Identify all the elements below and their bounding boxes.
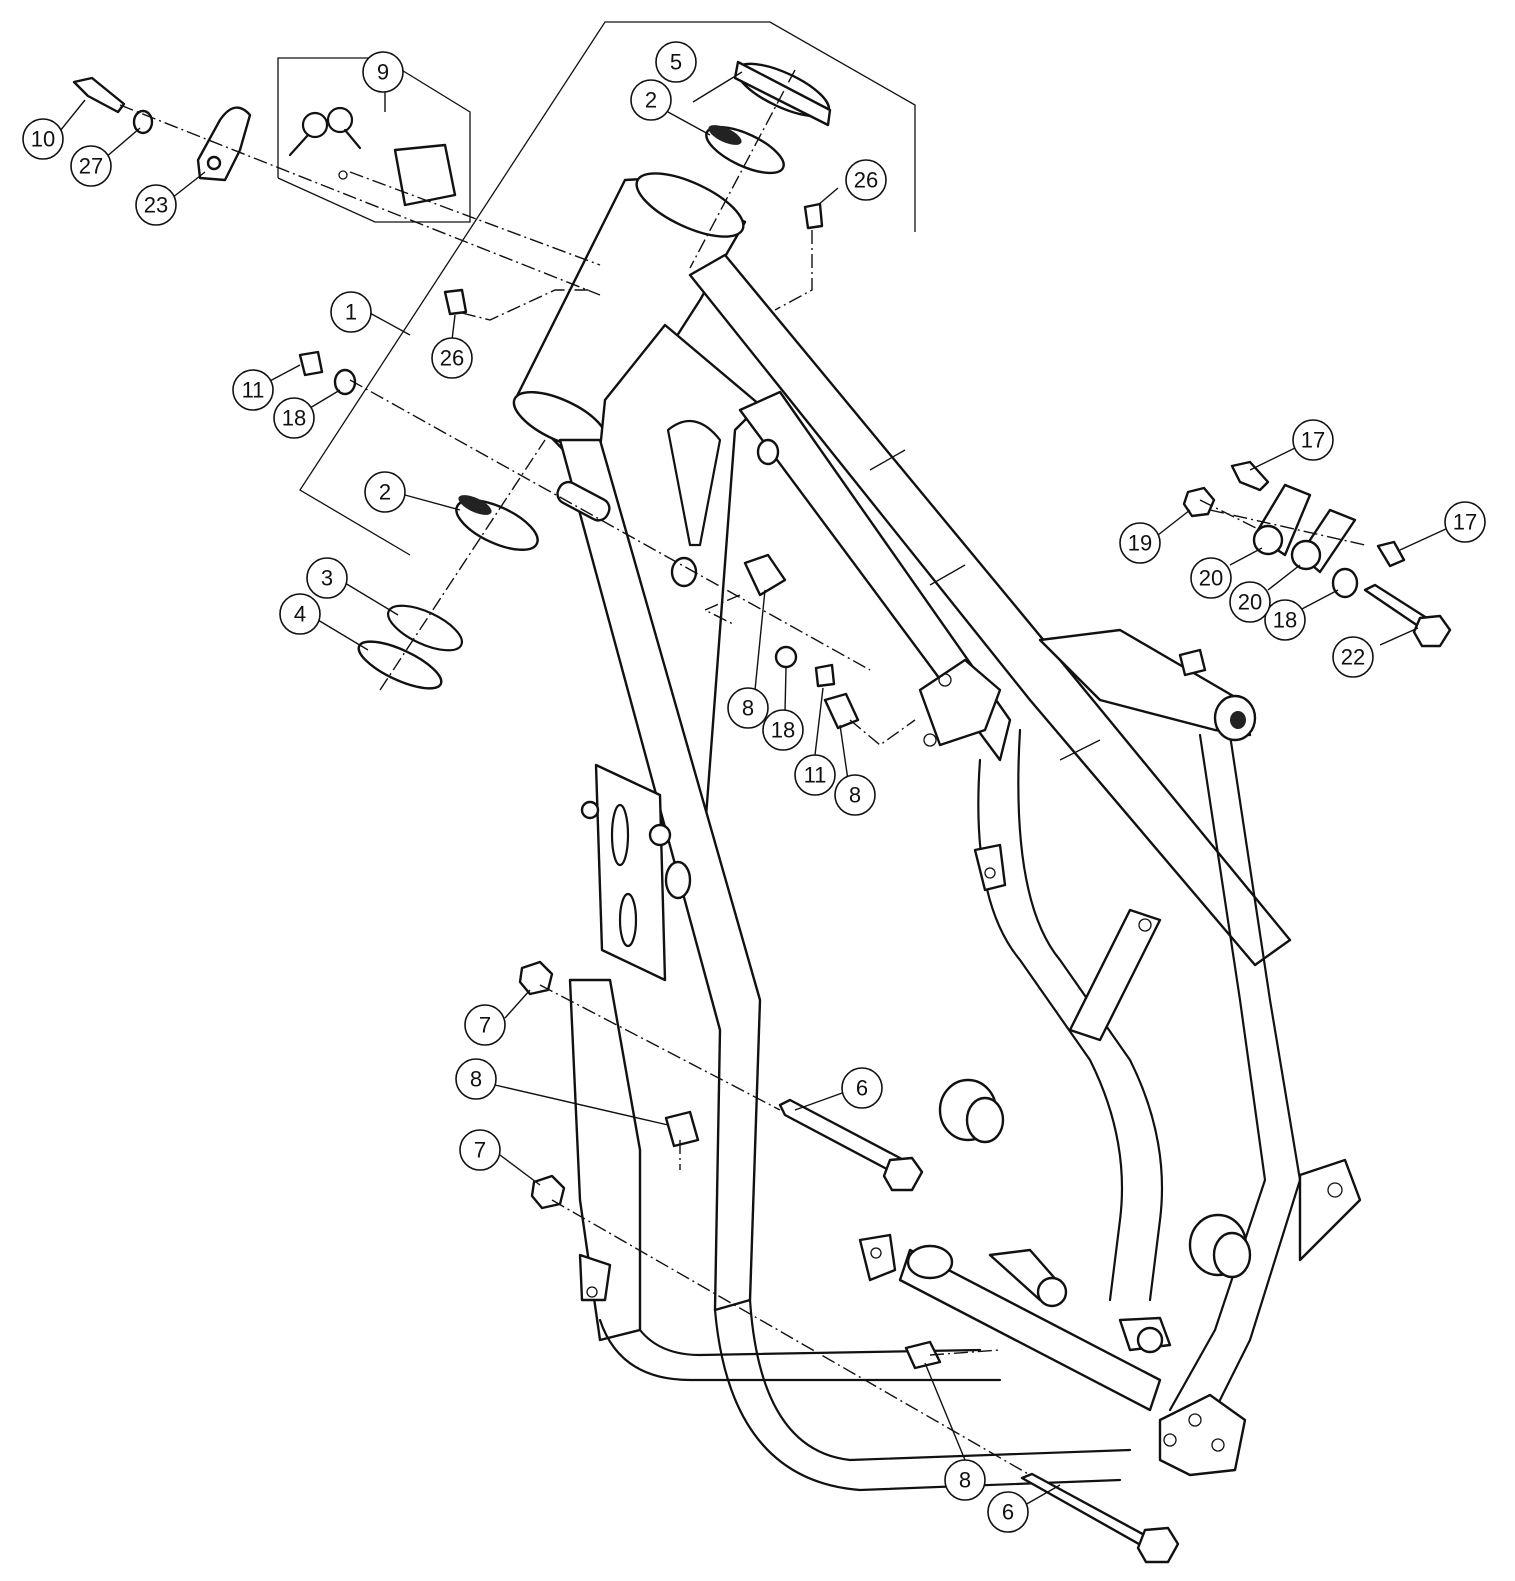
callout-7: 7	[464, 1004, 506, 1046]
leader-lines	[59, 71, 1449, 1506]
callout-19: 19	[1119, 522, 1161, 564]
washer-part-18-c	[1331, 567, 1359, 599]
svg-text:17: 17	[1301, 428, 1325, 453]
svg-text:7: 7	[479, 1013, 491, 1038]
svg-text:18: 18	[282, 406, 306, 431]
svg-text:26: 26	[440, 346, 464, 371]
svg-text:2: 2	[379, 480, 391, 505]
main-frame	[512, 172, 1362, 1492]
callout-18: 18	[273, 397, 315, 439]
callout-27: 27	[70, 145, 112, 187]
svg-text:11: 11	[242, 378, 265, 403]
svg-text:7: 7	[474, 1138, 486, 1163]
callout-17: 17	[1444, 501, 1486, 543]
callout-26: 26	[431, 337, 473, 379]
clip-part-8-c	[664, 1110, 700, 1148]
clamp-part-23	[196, 106, 252, 182]
svg-text:8: 8	[959, 1468, 971, 1493]
callout-8: 8	[944, 1459, 986, 1501]
callout-10: 10	[22, 118, 64, 160]
callout-6: 6	[987, 1491, 1029, 1533]
nut-part-19	[1182, 486, 1216, 518]
callout-8: 8	[727, 687, 769, 729]
svg-text:26: 26	[854, 168, 878, 193]
callout-23: 23	[135, 184, 177, 226]
bolt-part-10	[72, 76, 126, 114]
callout-18: 18	[1264, 599, 1306, 641]
o-ring-part-3	[387, 604, 463, 652]
bolt-part-11-b	[814, 663, 836, 688]
clip-part-8-a	[743, 553, 787, 597]
svg-text:8: 8	[470, 1067, 482, 1092]
svg-text:8: 8	[742, 696, 754, 721]
seal-part-4	[357, 640, 443, 690]
svg-text:17: 17	[1453, 510, 1477, 535]
callout-8: 8	[455, 1058, 497, 1100]
insert-part-26-mid	[443, 288, 468, 316]
svg-text:22: 22	[1341, 645, 1365, 670]
clip-part-8-d	[904, 1340, 942, 1370]
bolt-part-11-a	[298, 350, 324, 377]
callout-18: 18	[762, 709, 804, 751]
callout-22: 22	[1332, 636, 1374, 678]
callout-17: 17	[1292, 419, 1334, 461]
long-bolt-part-6-b	[1020, 1472, 1152, 1550]
svg-text:1: 1	[345, 300, 357, 325]
svg-text:4: 4	[294, 602, 306, 627]
callout-20: 20	[1229, 581, 1271, 623]
nut-part-7-b	[530, 1174, 566, 1210]
svg-text:23: 23	[144, 193, 168, 218]
callout-11: 11	[794, 754, 836, 796]
svg-text:18: 18	[771, 718, 795, 743]
callout-9: 9	[362, 51, 404, 93]
loose-parts	[72, 60, 1452, 1564]
bolt-part-17-a	[1230, 460, 1270, 492]
insert-part-26-top	[803, 202, 824, 230]
callout-20: 20	[1190, 557, 1232, 599]
svg-text:20: 20	[1238, 590, 1262, 615]
callout-26: 26	[845, 159, 887, 201]
callout-4: 4	[279, 593, 321, 635]
callout-6: 6	[841, 1067, 883, 1109]
svg-text:27: 27	[79, 154, 103, 179]
svg-text:19: 19	[1128, 531, 1152, 556]
svg-text:18: 18	[1273, 608, 1297, 633]
svg-text:10: 10	[31, 127, 55, 152]
svg-text:2: 2	[645, 88, 657, 113]
svg-text:6: 6	[856, 1076, 868, 1101]
callout-2: 2	[364, 471, 406, 513]
nut-part-7-a	[518, 960, 554, 996]
callout-8: 8	[834, 774, 876, 816]
bolt-part-17-b	[1376, 540, 1406, 568]
svg-text:11: 11	[804, 763, 827, 788]
washer-part-18-b	[774, 645, 798, 669]
callout-11: 11	[232, 369, 274, 411]
svg-text:6: 6	[1002, 1500, 1014, 1525]
svg-text:8: 8	[849, 783, 861, 808]
svg-text:20: 20	[1199, 566, 1223, 591]
callout-5: 5	[655, 41, 697, 83]
callout-7: 7	[459, 1129, 501, 1171]
svg-text:9: 9	[377, 60, 389, 85]
callouts: 1 2 2 3 4 5 6 6 7 7 8 8 8 8 9 10 11 11 1…	[22, 41, 1486, 1533]
assembly-axes	[119, 69, 1366, 1476]
lock-set-part-9	[288, 106, 457, 207]
svg-text:3: 3	[321, 566, 333, 591]
callout-2: 2	[630, 79, 672, 121]
clip-part-8-b	[823, 692, 860, 730]
group-brackets	[277, 21, 916, 556]
svg-text:5: 5	[670, 50, 682, 75]
callout-1: 1	[330, 291, 372, 333]
callout-3: 3	[306, 557, 348, 599]
